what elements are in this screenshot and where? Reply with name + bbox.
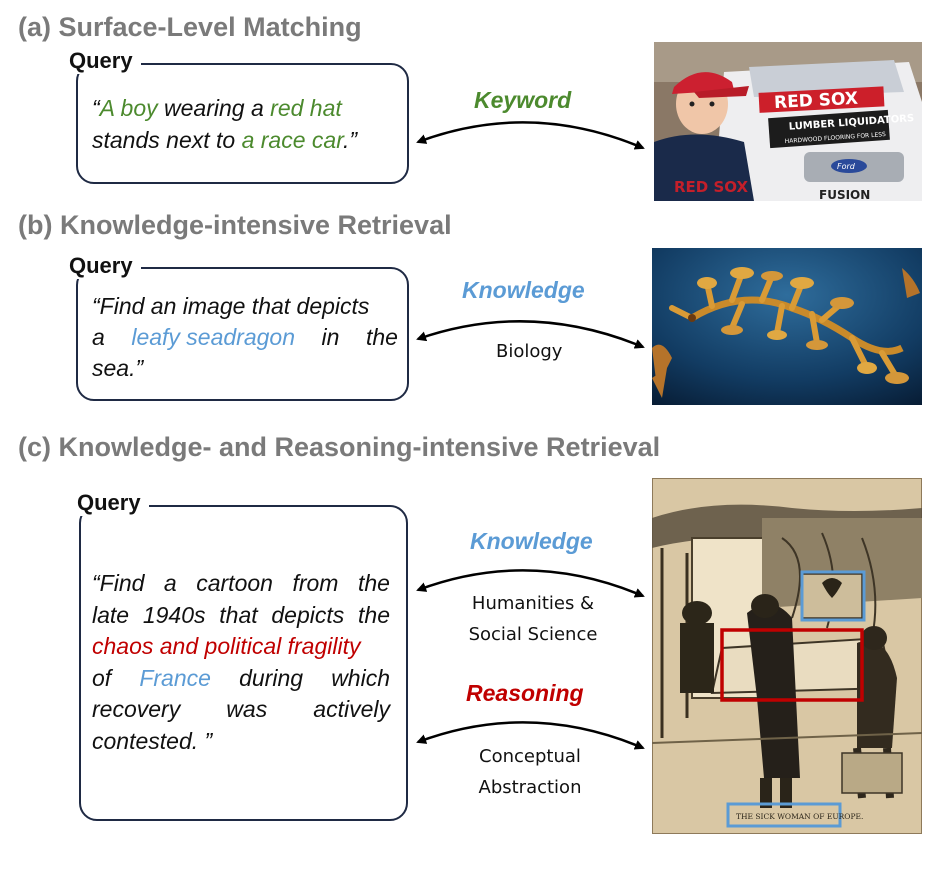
domain-label-biology: Biology	[496, 341, 563, 362]
arrow-a	[416, 121, 645, 150]
domain-humanities-line2: Social Science	[468, 624, 598, 645]
query-a-keyword-boy: A boy	[99, 95, 158, 121]
query-c-word: which	[331, 664, 390, 691]
query-c-line6: contested. ”	[92, 727, 213, 754]
section-a-title: (a) Surface-Level Matching	[18, 12, 362, 42]
query-c-line2: late 1940s that depicts the	[92, 600, 390, 632]
query-c-word: was	[226, 696, 268, 722]
query-c-word: depicts	[271, 601, 345, 628]
query-box-c	[79, 505, 408, 821]
knowledge-label-b: Knowledge	[462, 277, 585, 303]
query-c-word: that	[219, 601, 258, 628]
query-c-line1: “Find a cartoon from the	[92, 568, 390, 600]
query-b-keyword-seadragon: leafy seadragon	[131, 324, 296, 350]
reasoning-type-label: Conceptual Abstraction	[465, 741, 595, 803]
query-c-word: recovery	[92, 696, 181, 722]
query-b-line1: “Find an image that depicts	[92, 293, 370, 319]
query-box-a	[76, 63, 409, 184]
section-c-title: (c) Knowledge- and Reasoning-intensive R…	[18, 432, 661, 462]
image-race-car: RED SOX LUMBER LIQUIDATORS HARDWOOD FLOO…	[654, 42, 922, 201]
reasoning-label: Reasoning	[466, 680, 584, 706]
domain-label-humanities: Humanities & Social Science	[458, 588, 608, 650]
query-c-line5: recovery was actively	[92, 694, 390, 726]
query-c-word: a	[163, 570, 177, 596]
image-political-cartoon: THE SICK WOMAN OF EUROPE.	[652, 478, 922, 834]
query-text-b: “Find an image that depicts a leafy sead…	[92, 291, 398, 384]
section-b-title: (b) Knowledge-intensive Retrieval	[18, 210, 452, 240]
query-c-word: the	[358, 601, 390, 628]
query-a-keyword-red-hat: red hat	[270, 95, 342, 121]
reasoning-type-line1: Conceptual	[479, 746, 581, 767]
query-a-open: “	[92, 95, 100, 121]
query-c-word: during	[239, 664, 304, 691]
query-c-word: from	[292, 570, 339, 596]
query-a-text2: stands next to	[92, 127, 242, 153]
query-a-text: wearing a	[157, 95, 271, 121]
query-c-keyword-chaos: chaos and political fragility	[92, 633, 361, 659]
query-c-word: late	[92, 601, 130, 628]
domain-humanities-line1: Humanities &	[471, 593, 595, 614]
car-brand-text: Ford	[837, 162, 856, 171]
keyword-label: Keyword	[474, 87, 572, 113]
query-b-word-a: a	[92, 324, 105, 350]
image-seadragon	[652, 248, 922, 405]
query-label-b: Query	[69, 253, 141, 279]
query-c-word: actively	[313, 696, 390, 722]
query-text-c: “Find a cartoon from the late 1940s that…	[92, 568, 390, 757]
query-c-word: 1940s	[142, 601, 206, 628]
query-b-word-in: in	[321, 324, 340, 350]
query-c-word: of	[92, 664, 112, 691]
cartoon-caption: THE SICK WOMAN OF EUROPE.	[736, 812, 863, 821]
car-sign-text: RED SOX	[774, 89, 859, 113]
query-a-close: .”	[343, 127, 358, 153]
query-a-keyword-race-car: a race car	[241, 127, 344, 153]
query-c-keyword-france: France	[139, 664, 211, 691]
query-box-b	[76, 267, 409, 401]
reasoning-type-line2: Abstraction	[478, 777, 582, 798]
query-c-word: “Find	[92, 570, 145, 596]
query-label-a: Query	[69, 48, 141, 74]
query-b-line3: sea.”	[92, 355, 144, 381]
shirt-text: RED SOX	[674, 178, 748, 196]
query-c-word: the	[357, 570, 390, 596]
query-c-word: cartoon	[196, 570, 273, 596]
car-model-text: FUSION	[819, 188, 870, 201]
query-label-c: Query	[77, 490, 149, 516]
knowledge-label-c: Knowledge	[470, 528, 593, 554]
query-c-line4: of France during which	[92, 663, 390, 695]
query-b-word-the: the	[365, 324, 398, 350]
query-text-a: “A boy wearing a red hat stands next to …	[92, 92, 357, 156]
